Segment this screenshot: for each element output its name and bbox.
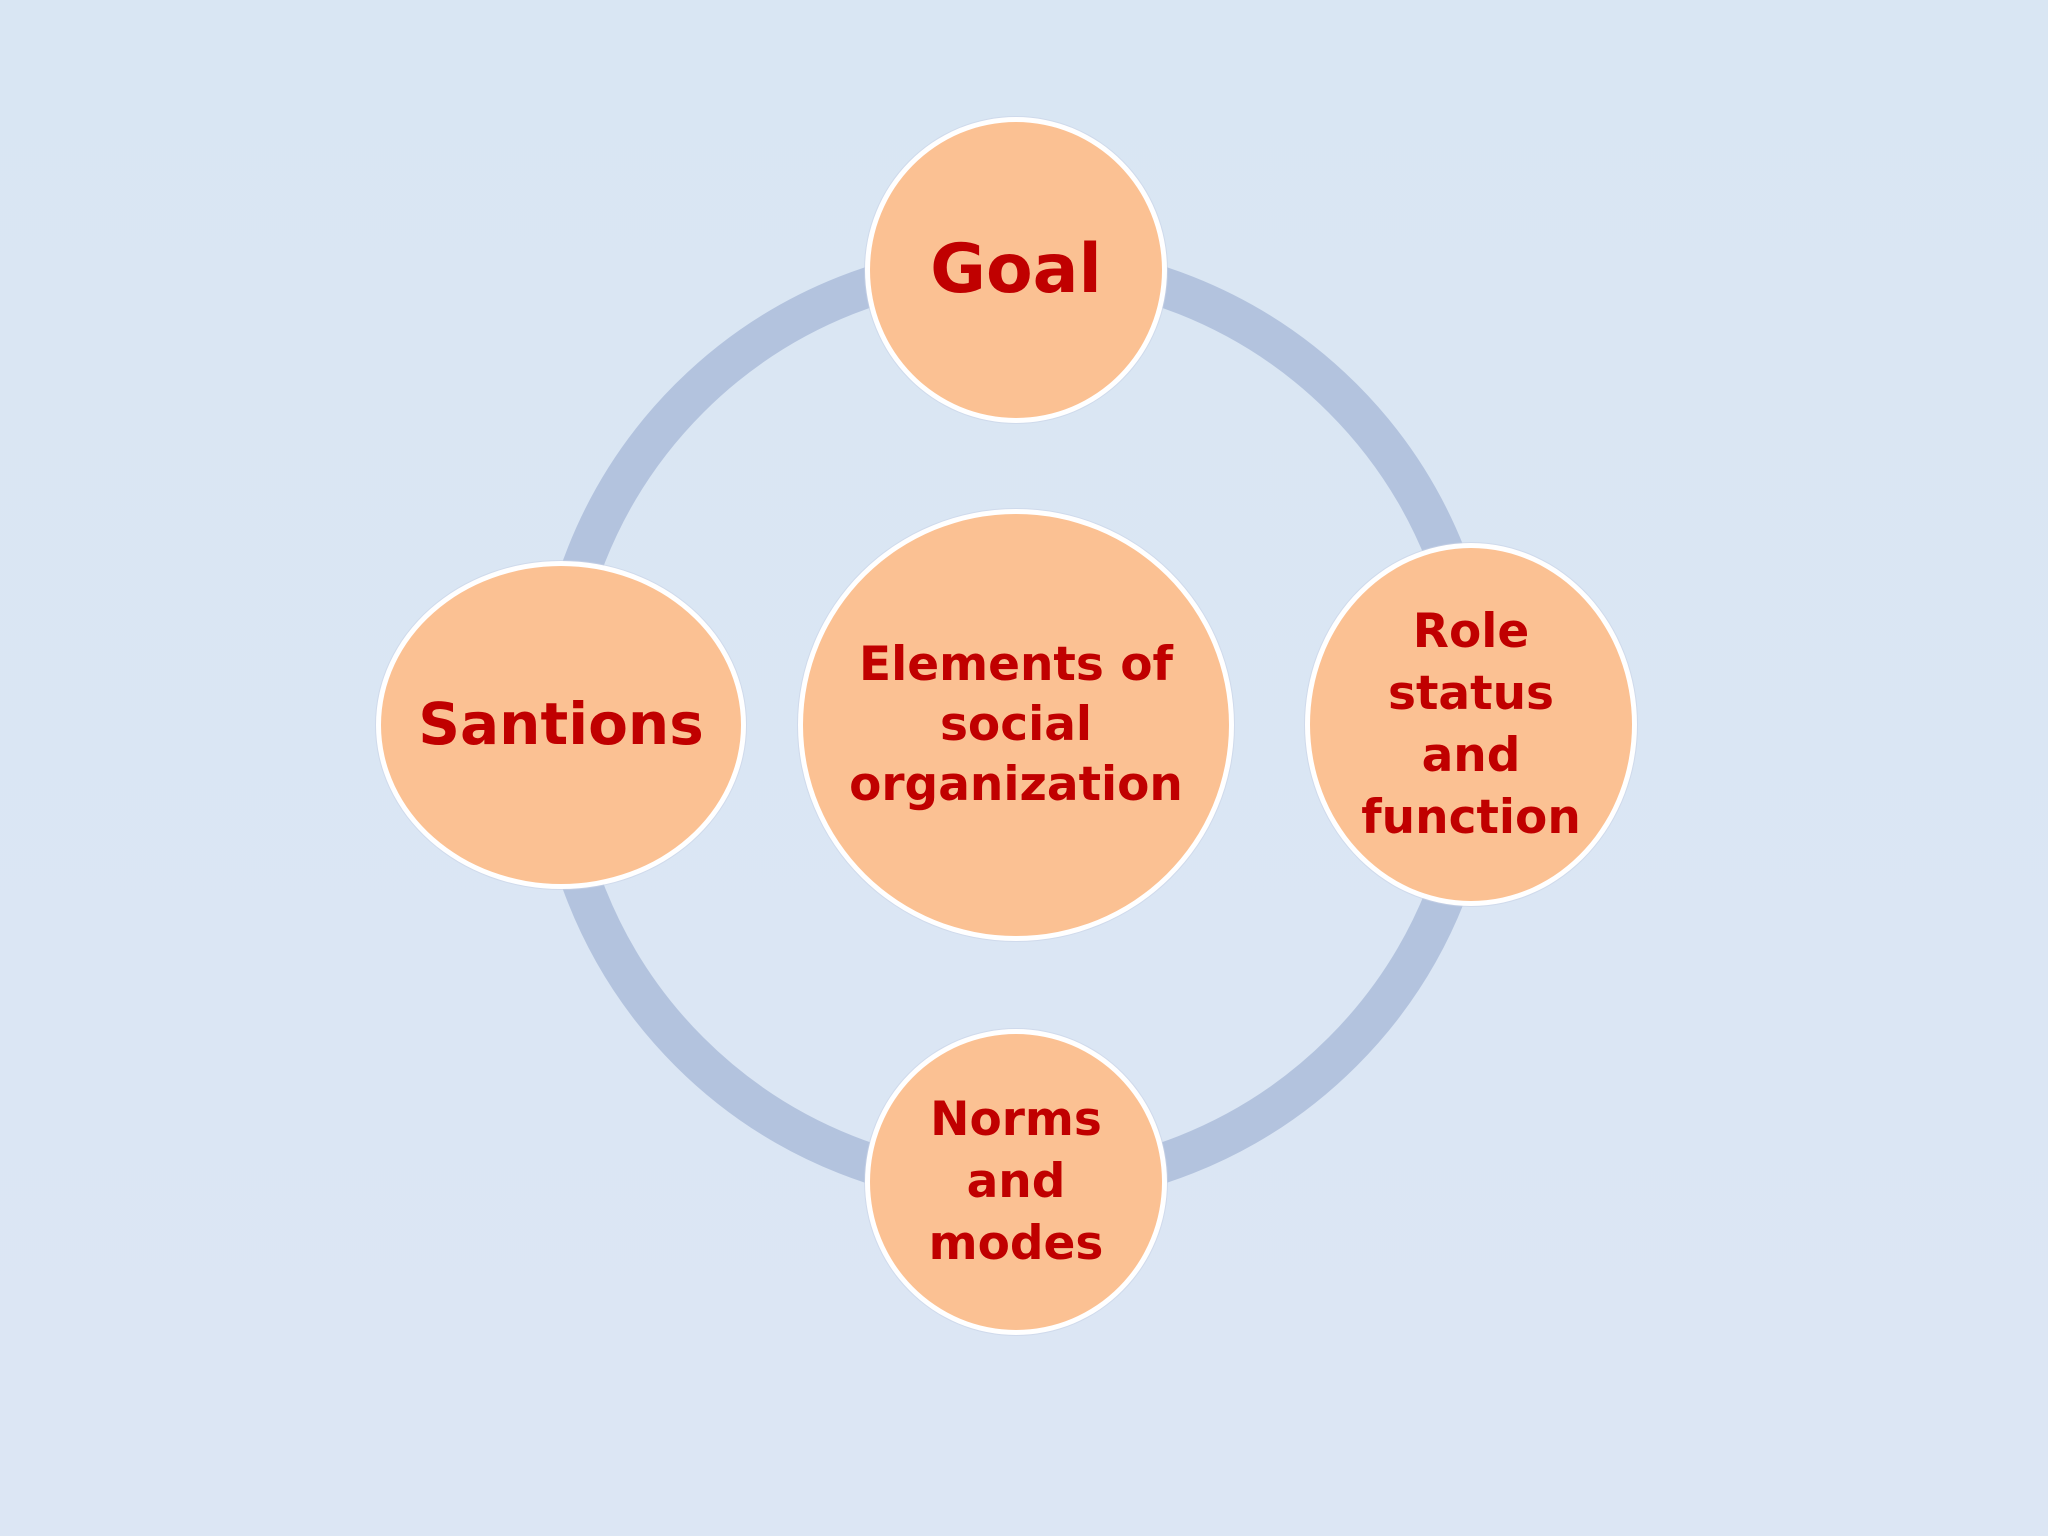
node-sanctions-label: Santions: [418, 690, 704, 759]
node-sanctions: Santions: [376, 561, 746, 889]
node-norms: Norms and modes: [865, 1029, 1167, 1335]
node-norms-label: Norms and modes: [928, 1092, 1104, 1271]
node-role: Role status and function: [1305, 543, 1637, 906]
node-goal-label: Goal: [930, 229, 1102, 309]
node-center-label: Elements of social organization: [849, 637, 1183, 812]
node-role-label: Role status and function: [1361, 603, 1581, 845]
node-goal: Goal: [865, 117, 1167, 423]
node-center: Elements of social organization: [798, 509, 1234, 941]
